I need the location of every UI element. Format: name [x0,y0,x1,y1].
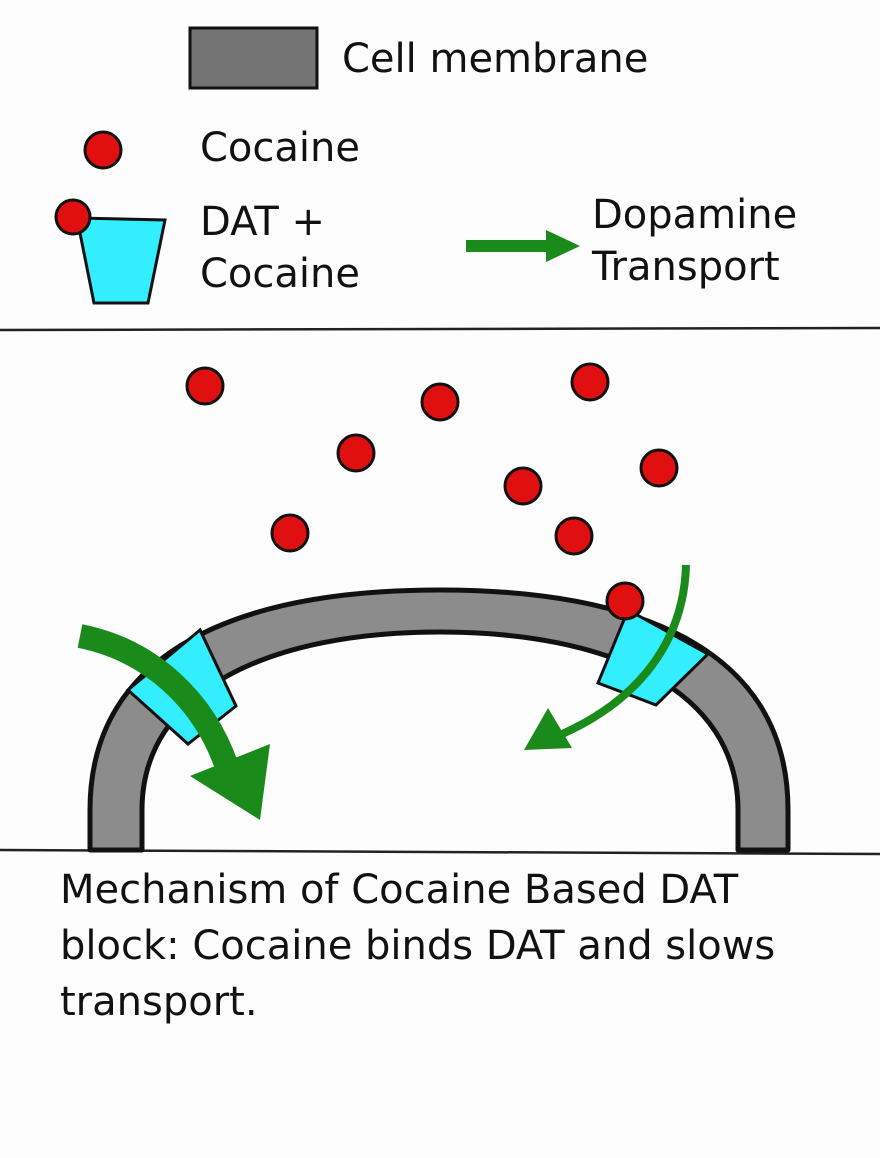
transport-arrow-left [77,624,270,820]
cocaine-molecules [185,362,679,621]
legend-transport-arrow [466,230,580,262]
cocaine-molecule [420,382,460,422]
cocaine-molecule [570,362,610,402]
legend-dat-label-line2: Cocaine [200,251,360,297]
legend-transport-label: Dopamine Transport [592,189,797,293]
legend-membrane-swatch [188,26,319,90]
legend-cocaine-dot [83,130,123,170]
legend-transport-label-line2: Transport [592,244,780,290]
cocaine-molecule-bound [605,581,645,621]
cocaine-molecule [336,433,376,473]
legend-membrane-label: Cell membrane [342,36,649,82]
bottom-divider [0,848,880,856]
legend-dat-label-line1: DAT + [200,199,326,245]
figure-caption: Mechanism of Cocaine Based DAT block: Co… [60,867,776,1025]
cocaine-molecule [270,513,310,553]
legend-dat-icon [54,198,167,305]
legend-cocaine-label: Cocaine [200,125,360,171]
legend-dat-label: DAT + Cocaine [200,196,360,300]
cocaine-molecule [185,366,225,406]
cocaine-molecule [503,466,543,506]
legend-transport-label-line1: Dopamine [592,192,798,238]
top-divider [0,326,880,332]
transport-arrow-right [524,564,690,750]
cocaine-molecule [639,448,679,488]
cocaine-molecule [554,516,594,556]
